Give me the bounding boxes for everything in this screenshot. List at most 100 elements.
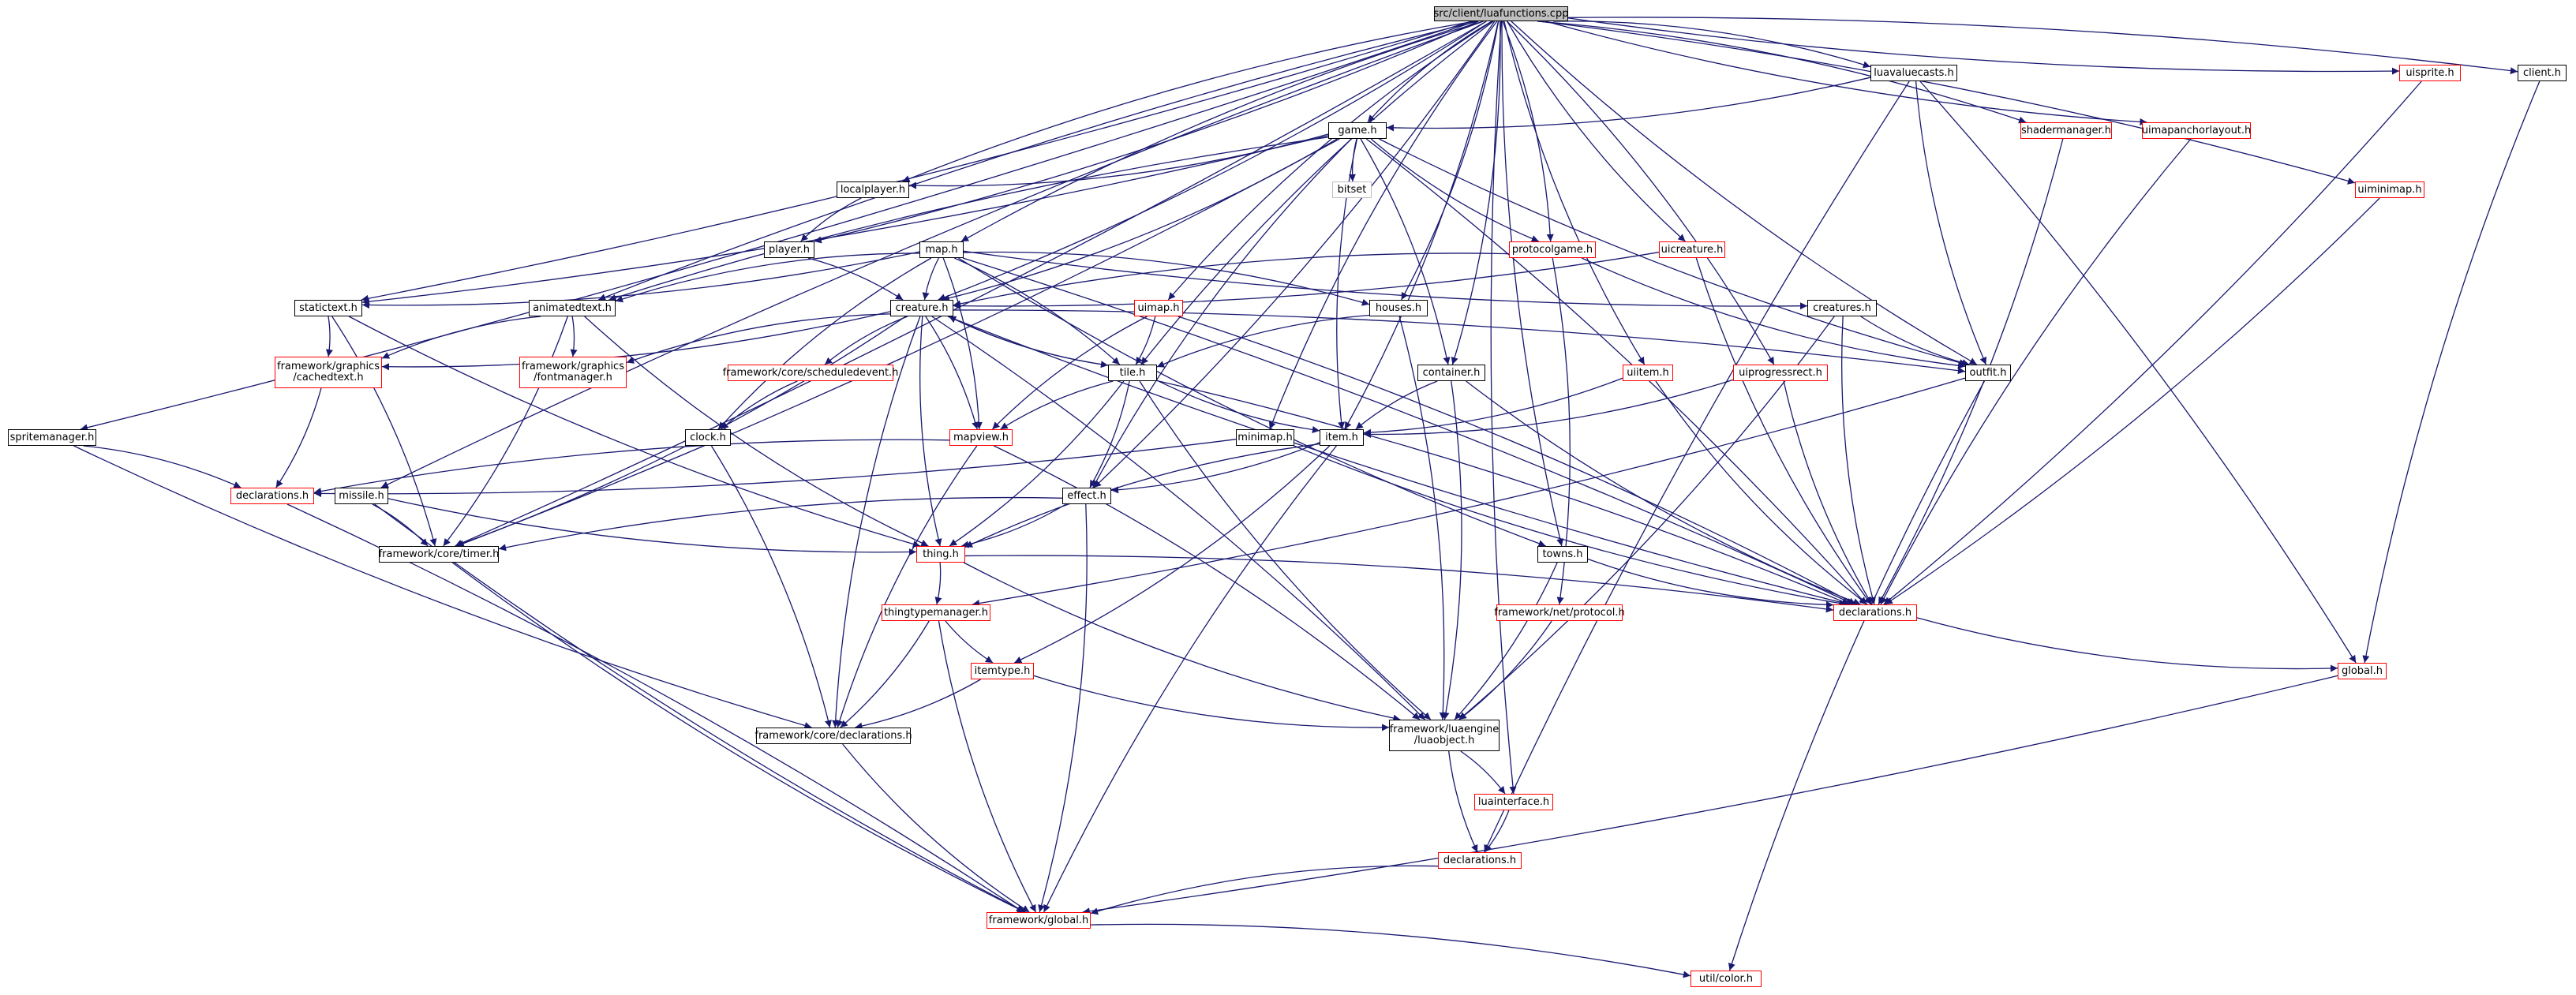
edge-map-to-declarations_main [962,257,1855,605]
node-global-client[interactable]: global.h [2338,663,2387,679]
edge-missile-to-timer [372,503,429,547]
edge-uimapanchorlayout-to-declarations_main [1880,138,2192,605]
node-minimap[interactable]: minimap.h [1236,429,1294,446]
node-uimap[interactable]: uimap.h [1134,300,1183,316]
node-framework-global[interactable]: framework/global.h [987,912,1091,929]
edge-outfit-to-thingtypemanager [972,377,1966,608]
node-luaobject[interactable]: framework/luaengine /luaobject.h [1389,720,1500,751]
edge-mapview-to-luaobject [994,445,1421,720]
edge-thing-to-luaobject [963,562,1401,722]
node-towns[interactable]: towns.h [1537,546,1588,563]
edge-minimap-to-declarations_main [1294,445,1847,607]
edge-item-to-itemtype [1013,445,1331,664]
node-uicreature[interactable]: uicreature.h [1659,241,1725,258]
node-luavaluecasts[interactable]: luavaluecasts.h [1870,65,1957,81]
node-declarations-lua[interactable]: declarations.h [1438,852,1522,869]
edge-map-to-clock [717,257,932,430]
edge-animatedtext-to-thing [584,316,929,547]
node-declarations-main[interactable]: declarations.h [1833,604,1917,621]
node-declarations-client[interactable]: declarations.h [230,488,314,504]
node-uisprite[interactable]: uisprite.h [2399,65,2461,81]
node-missile[interactable]: missile.h [335,488,388,504]
edge-item-to-framework_global [1043,445,1337,913]
node-game[interactable]: game.h [1328,122,1387,139]
node-shadermanager[interactable]: shadermanager.h [2020,122,2112,139]
node-animatedtext[interactable]: animatedtext.h [529,300,616,316]
node-clock[interactable]: clock.h [685,429,731,446]
edge-luafunctions-to-protocolgame [1502,21,1554,242]
node-houses[interactable]: houses.h [1369,300,1428,316]
node-statictext[interactable]: statictext.h [294,300,362,316]
edge-luafunctions-to-uimapanchorlayout [1545,21,2147,125]
node-cachedtext[interactable]: framework/graphics /cachedtext.h [275,357,382,388]
edge-effect-to-thing [961,503,1067,548]
edge-luafunctions-to-tile [1140,21,1494,365]
node-timer[interactable]: framework/core/timer.h [379,546,499,563]
node-map[interactable]: map.h [919,241,964,258]
edge-tile-to-effect [1089,380,1130,488]
edge-spritemanager-to-declarations_client [83,445,242,488]
node-outfit[interactable]: outfit.h [1965,365,2011,381]
edge-map-to-creature [922,257,940,301]
node-client[interactable]: client.h [2518,65,2567,81]
edge-map-to-tile [954,257,1121,365]
edge-uicreature-to-creature [953,252,1660,310]
edge-container-to-item [1355,380,1438,430]
edge-game-to-timer [456,138,1340,547]
node-core-declarations[interactable]: framework/core/declarations.h [754,728,912,744]
node-effect[interactable]: effect.h [1062,488,1111,504]
node-creature[interactable]: creature.h [890,300,953,316]
edge-luafunctions-to-effect [1093,21,1496,488]
node-uiprogressrect[interactable]: uiprogressrect.h [1733,365,1828,381]
edge-luafunctions-to-houses [1401,21,1500,301]
node-uiminimap[interactable]: uiminimap.h [2355,181,2424,198]
edge-luafunctions-to-animatedtext [597,21,1478,301]
node-color[interactable]: util/color.h [1690,971,1762,987]
edge-cachedtext-to-declarations_client [275,387,322,488]
node-player[interactable]: player.h [764,241,814,258]
node-luainterface[interactable]: luainterface.h [1474,794,1553,810]
edge-luafunctions-to-minimap [1268,21,1498,430]
node-creatures[interactable]: creatures.h [1807,300,1877,316]
edge-game-to-declarations_main [1365,138,1867,605]
edge-protocol-to-luaobject [1458,620,1552,720]
edge-item-to-effect [1110,442,1320,494]
node-thing[interactable]: thing.h [916,546,965,563]
edge-luafunctions-to-game [1367,21,1492,123]
edge-creature-to-tile [948,316,1109,368]
edge-creature-to-cachedtext [381,311,891,371]
edge-animatedtext-to-timer [443,316,568,547]
edge-luafunctions-to-uiitem [1503,21,1646,365]
edge-thing-to-thingtypemanager [934,562,942,605]
edge-luavaluecasts-to-game [1386,77,1871,132]
node-container[interactable]: container.h [1417,365,1485,381]
edge-tile-to-mapview [1000,380,1114,430]
node-itemtype[interactable]: itemtype.h [971,663,1034,679]
edge-luafunctions-to-uiminimap [1538,21,2356,185]
edge-map-to-towns [958,257,1546,548]
node-fontmanager[interactable]: framework/graphics /fontmanager.h [519,357,627,388]
node-protocolgame[interactable]: protocolgame.h [1509,241,1596,258]
node-item[interactable]: item.h [1320,429,1364,446]
node-thingtypemanager[interactable]: thingtypemanager.h [882,604,990,621]
edge-tile-to-thing [949,380,1125,547]
node-tile[interactable]: tile.h [1108,365,1157,381]
edge-clock-to-core_declarations [710,445,832,728]
edge-map-to-creatures [963,250,1808,310]
root-file-node[interactable]: src/client/luafunctions.cpp [1434,6,1568,21]
edge-game-to-effect [1092,138,1352,488]
node-localplayer[interactable]: localplayer.h [837,181,909,198]
edge-luafunctions-to-uicreature [1507,21,1686,242]
node-spritemanager[interactable]: spritemanager.h [8,429,96,446]
edge-map-to-mapview [942,257,983,430]
node-uiitem[interactable]: uiitem.h [1623,365,1673,381]
edge-tile-to-creature [948,316,1109,366]
node-mapview[interactable]: mapview.h [949,429,1013,446]
edge-container-to-declarations_main [1466,380,1861,605]
node-protocol[interactable]: framework/net/protocol.h [1494,604,1625,621]
node-uimapanchorlayout[interactable]: uimapanchorlayout.h [2142,122,2251,139]
edge-core_declarations-to-framework_global [842,743,1030,913]
node-bitset[interactable]: bitset [1332,181,1372,198]
node-scheduledevent[interactable]: framework/core/scheduledevent.h [723,365,898,381]
edge-protocolgame-to-creature [953,252,1510,308]
